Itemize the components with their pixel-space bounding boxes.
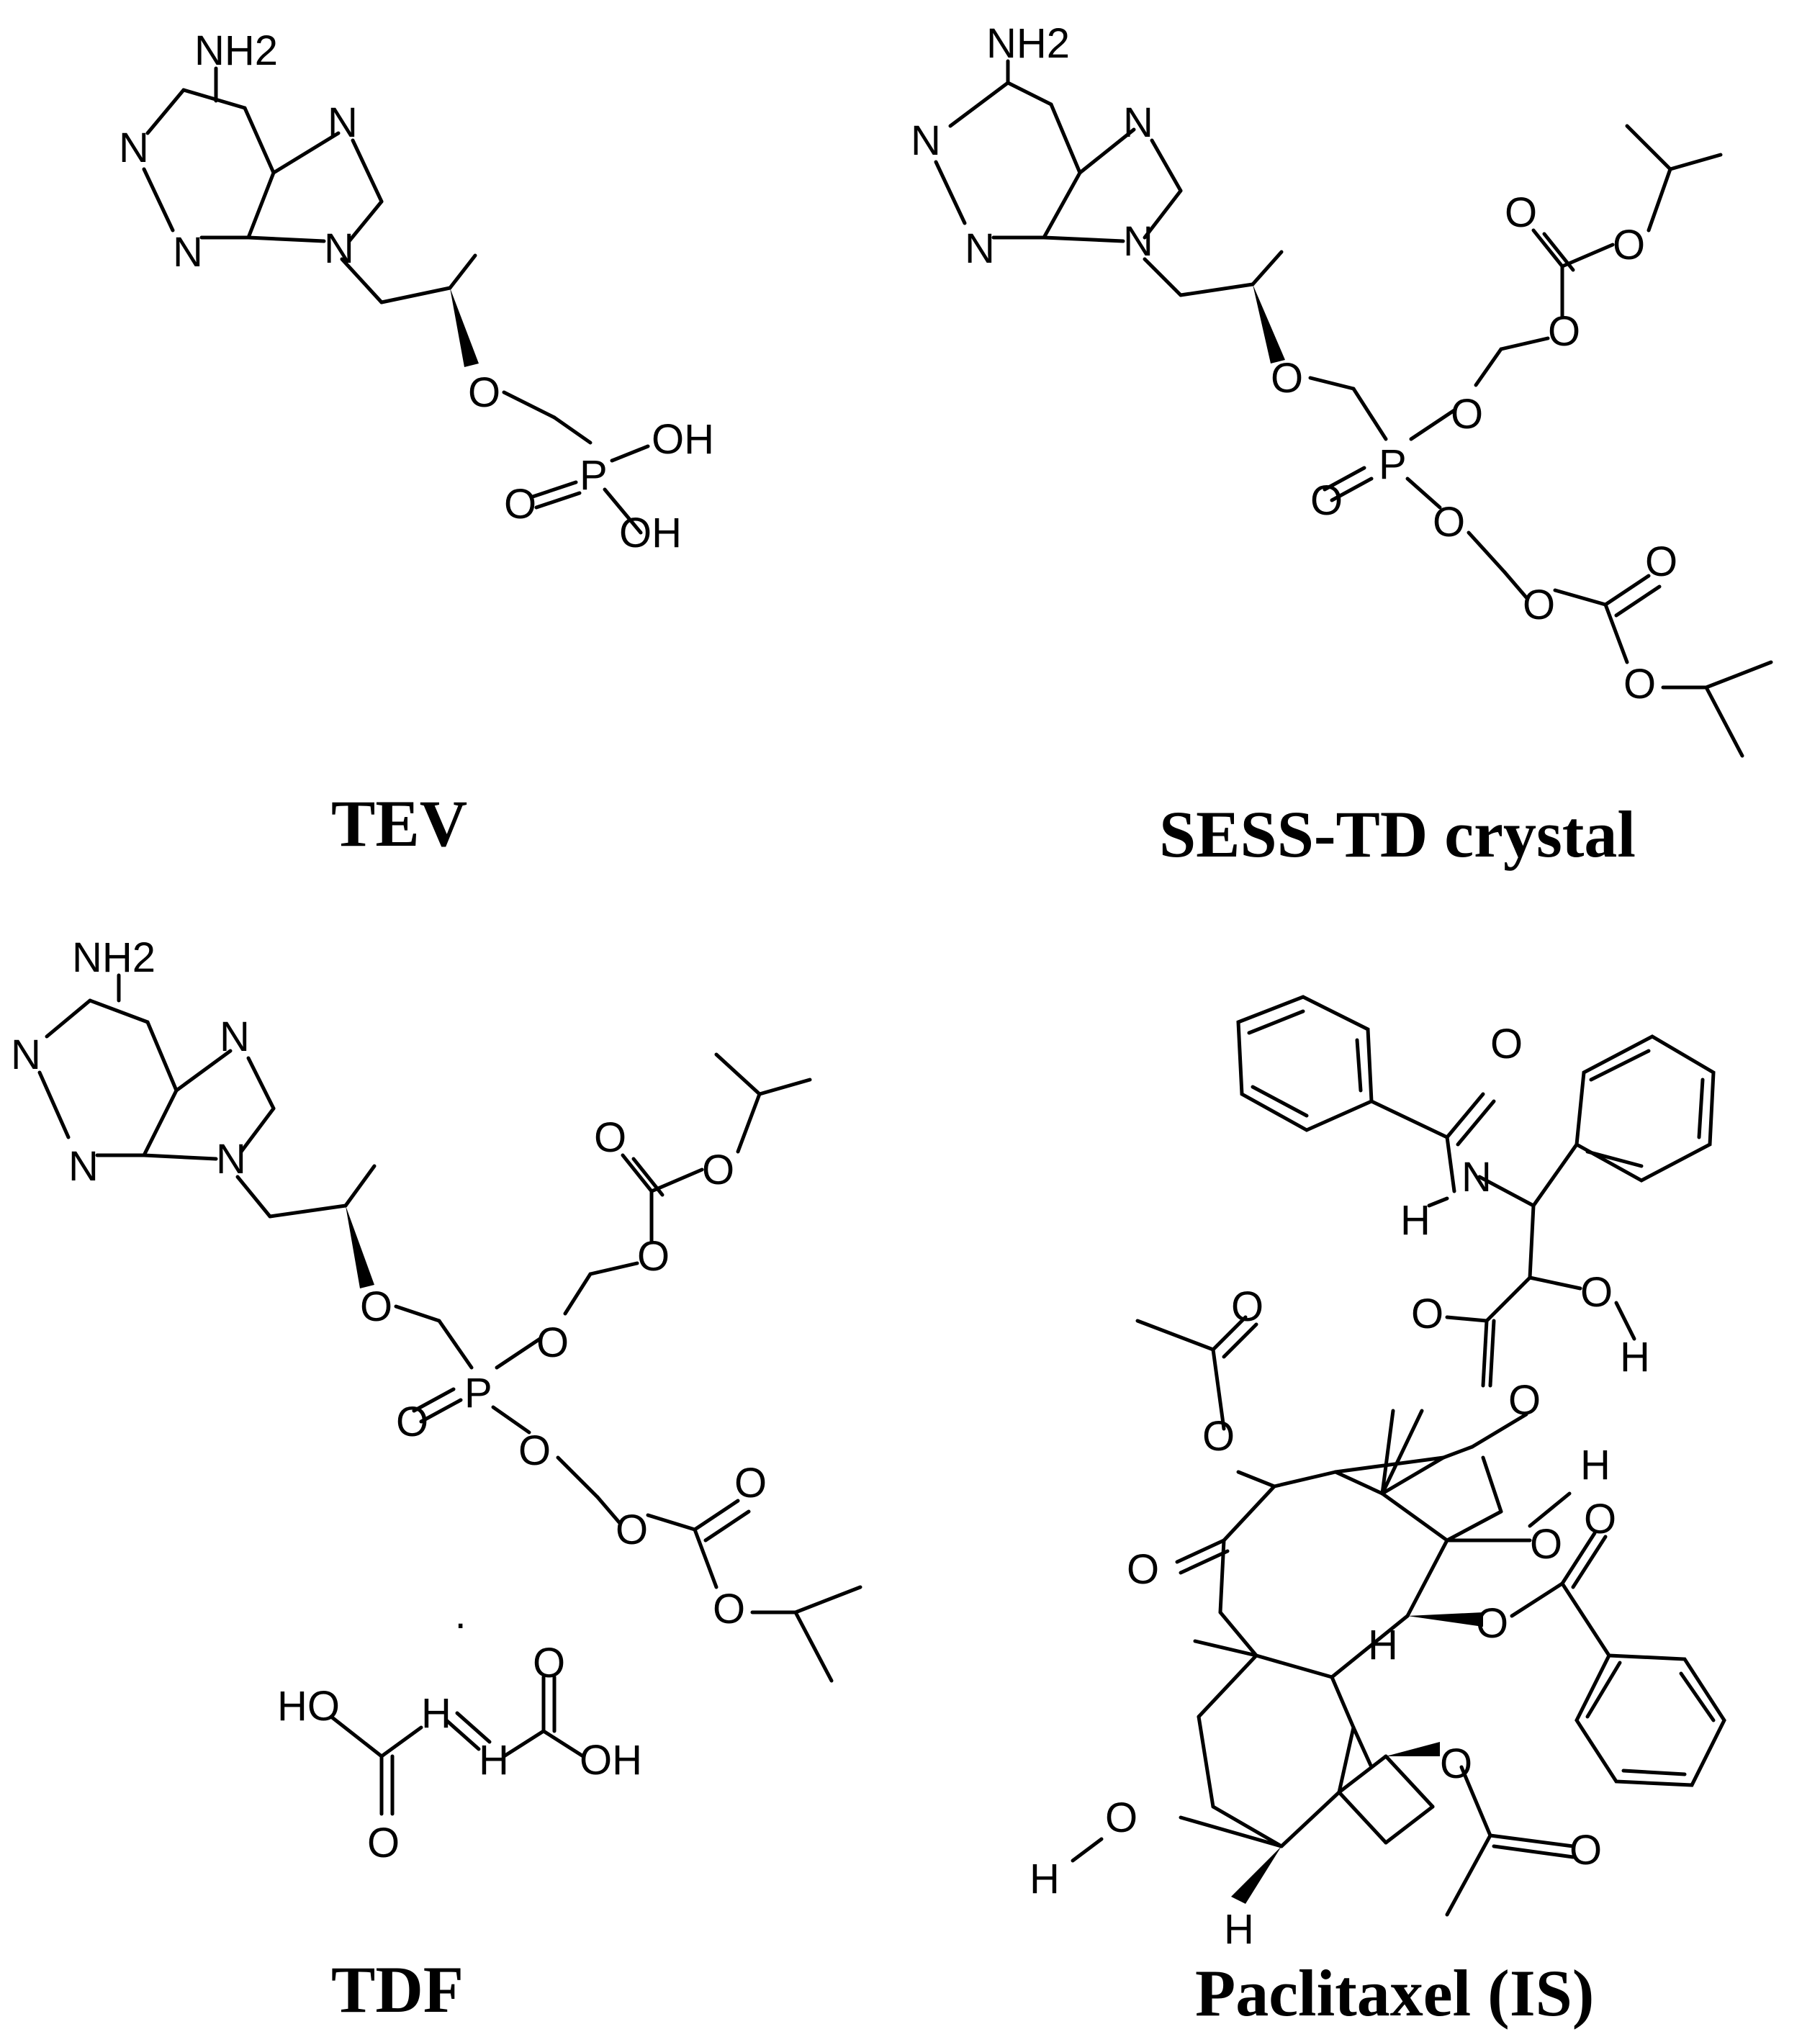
atom-o-label: O [1584, 1496, 1616, 1543]
atom-o-label: O [1451, 391, 1483, 438]
atom-p-label: P [464, 1370, 492, 1417]
atom-n-label: N [220, 1013, 250, 1060]
atom-o-label: O [1411, 1291, 1443, 1337]
atom-o-label: O [536, 1319, 569, 1366]
atom-n-label: N [119, 125, 149, 171]
tev-structure: NH2 N N N N O P OH OH O [119, 27, 714, 556]
atom-o-label: O [504, 481, 536, 528]
atom-o-label: O [1271, 355, 1303, 402]
atom-n-label: N [173, 229, 203, 276]
atom-p-label: P [1379, 441, 1407, 488]
atom-o-label: O [367, 1820, 400, 1866]
atom-n-label: N [324, 225, 354, 272]
atom-h-label: H [1368, 1622, 1398, 1668]
atom-n-label: N [1123, 99, 1153, 146]
atom-n-label: N [1123, 218, 1153, 265]
atom-o-label: O [1127, 1546, 1159, 1593]
atom-o-label: O [1310, 477, 1343, 524]
atom-oh-label: OH [580, 1737, 642, 1784]
atom-h-label: H [1620, 1334, 1650, 1381]
atom-o-label: O [1476, 1600, 1508, 1647]
atom-o-label: O [468, 369, 500, 416]
atom-o-label: O [594, 1114, 626, 1161]
atom-o-label: O [360, 1283, 392, 1330]
atom-o-label: O [533, 1640, 565, 1686]
atom-o-label: O [1440, 1740, 1472, 1787]
atom-o-label: O [1623, 661, 1656, 708]
atom-h-label: H [1030, 1856, 1060, 1902]
atom-o-label: O [1433, 499, 1465, 546]
atom-h-label: H [1580, 1442, 1610, 1489]
atom-o-label: O [734, 1460, 767, 1507]
atom-o-label: O [637, 1233, 670, 1280]
atom-oh-label: OH [652, 416, 714, 463]
atom-o-label: O [1548, 308, 1580, 355]
sess-td-caption: SESS-TD crystal [1159, 798, 1636, 871]
atom-n-label: N [11, 1031, 41, 1078]
atom-o-label: O [1569, 1827, 1602, 1874]
atom-o-label: O [713, 1586, 745, 1632]
atom-o-label: O [1231, 1283, 1263, 1330]
atom-o-label: O [1505, 189, 1537, 236]
nh2-label: NH2 [986, 20, 1070, 67]
atom-o-label: O [1523, 582, 1555, 628]
paclitaxel-caption: Paclitaxel (IS) [1195, 1956, 1594, 2030]
atom-o-label: O [518, 1427, 551, 1474]
atom-o-label: O [702, 1147, 734, 1193]
atom-n-label: N [68, 1143, 99, 1190]
atom-o-label: O [1613, 222, 1645, 268]
atom-h-label: H [1224, 1906, 1254, 1953]
atom-o-label: O [1645, 538, 1677, 585]
atom-n-label: N [328, 99, 358, 146]
atom-n-label: N [1461, 1154, 1492, 1201]
paclitaxel-structure: O N H O H O O O O H O O H O O O H H O O [1030, 995, 1726, 1953]
salt-dot: · [454, 1600, 467, 1647]
atom-n-label: N [216, 1136, 246, 1183]
tdf-caption: TDF [331, 1953, 464, 2026]
atom-p-label: P [580, 452, 608, 499]
atom-n-label: N [965, 225, 995, 272]
atom-h-label: H [421, 1690, 451, 1737]
nh2-label: NH2 [194, 27, 278, 74]
atom-h-label: H [479, 1737, 509, 1784]
atom-o-label: O [1105, 1794, 1138, 1841]
atom-o-label: O [1508, 1377, 1541, 1424]
atom-o-label: O [396, 1399, 428, 1445]
nh2-label: NH2 [72, 934, 156, 981]
tev-caption: TEV [331, 787, 467, 860]
sess-td-structure: NH2 N N N N O P O O O O O O O O O [911, 20, 1773, 758]
atom-ho-label: HO [277, 1683, 340, 1730]
atom-o-label: O [616, 1507, 648, 1553]
tdf-structure: NH2 N N N N O P O O O O O O O O O · HO O… [11, 934, 862, 1866]
atom-o-label: O [1580, 1269, 1613, 1316]
atom-o-label: O [1530, 1521, 1562, 1568]
atom-n-label: N [911, 117, 941, 164]
atom-h-label: H [1400, 1197, 1431, 1244]
atom-oh-label: OH [619, 510, 682, 556]
atom-o-label: O [1202, 1413, 1235, 1460]
atom-o-label: O [1490, 1021, 1523, 1067]
